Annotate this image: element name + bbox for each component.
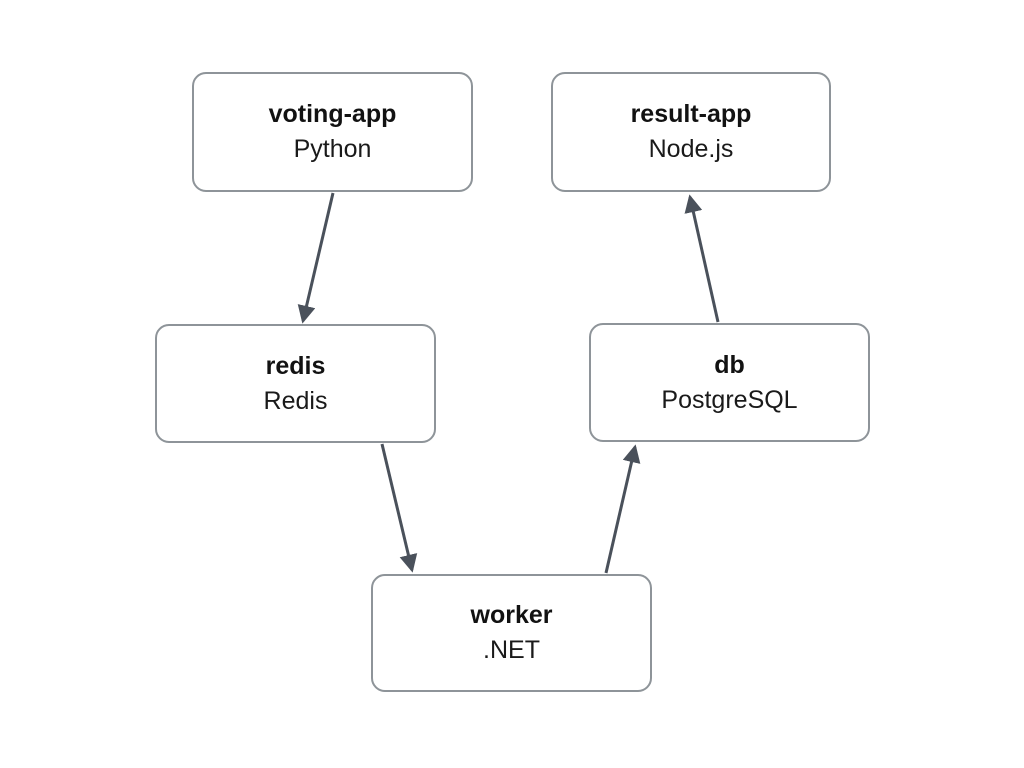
edge-voting-app-to-redis: [297, 192, 335, 324]
node-title: voting-app: [268, 100, 397, 128]
node-title: redis: [265, 351, 326, 380]
edge-redis-to-worker: [380, 443, 418, 573]
node-db: db PostgreSQL: [589, 323, 870, 442]
node-subtitle: PostgreSQL: [661, 385, 798, 414]
node-title: result-app: [630, 100, 752, 128]
edge-worker-to-db: [604, 444, 641, 574]
node-title: db: [714, 350, 745, 379]
node-result-app: result-app Node.js: [551, 72, 831, 192]
node-voting-app: voting-app Python: [192, 72, 473, 192]
node-subtitle: Node.js: [648, 135, 734, 163]
node-redis: redis Redis: [155, 324, 436, 443]
node-subtitle: Python: [293, 135, 372, 163]
node-subtitle: .NET: [483, 636, 540, 664]
edge-db-to-result-app: [684, 194, 720, 323]
node-worker: worker .NET: [371, 574, 652, 692]
node-subtitle: Redis: [263, 386, 328, 415]
node-title: worker: [470, 601, 553, 629]
